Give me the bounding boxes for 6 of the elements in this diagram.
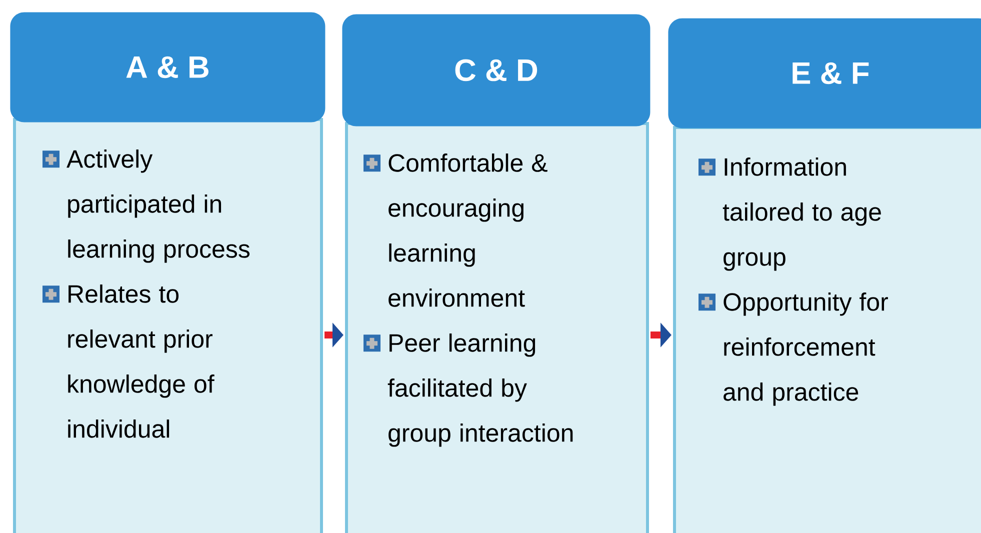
column-header: A & B bbox=[10, 12, 326, 122]
column-panel: Actively participated in learning process Relates to relevant prior knowledge of individual bbox=[13, 118, 323, 533]
column-header: E & F bbox=[668, 18, 981, 128]
column-panel: Information tailored to age group Opportunity for reinforcement and practice bbox=[673, 126, 981, 533]
column-panel: Comfortable & encouraging learning environment Peer learning facilitated by group interaction bbox=[345, 122, 649, 533]
column-header: C & D bbox=[342, 14, 650, 126]
